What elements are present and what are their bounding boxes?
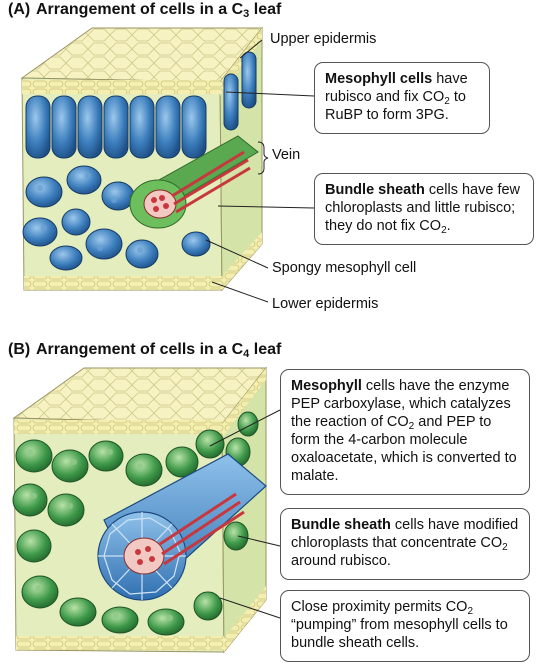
panel-a-title-text: Arrangement of cells in a C [36,1,244,18]
c3-bundle-text: cells have few chloroplasts and little r… [325,182,521,234]
c4-mesophyll-text-end: and PEP to form the 4-carbon molecule ox… [291,414,517,484]
panel-b-title-text: Arrangement of cells in a C [36,341,244,358]
panel-b-leaders [209,409,281,619]
c4-proximity-text: Close proximity permits CO [291,599,468,615]
label-lower-epidermis: Lower epidermis [272,296,379,312]
c4-bundle-sheath-callout: Bundle sheath cells have modified chloro… [280,508,530,580]
c4-mesophyll-bold: Mesophyll [291,378,362,394]
c3-mesophyll-text: have rubisco and fix CO [325,71,468,105]
c3-bundle-text-end: . [446,218,451,234]
c4-mesophyll-cells [12,411,259,636]
panel-a-letter: (A) [8,1,31,18]
c4-lower-epidermis-side [224,586,266,652]
c4-proximity-sub: 2 [467,606,474,617]
label-spongy-mesophyll: Spongy mesophyll cell [272,260,417,276]
c3-lower-epidermis-side [222,232,262,290]
c3-mesophyll-sub: 2 [444,96,450,107]
c4-mesophyll-sub: 2 [408,421,415,432]
c3-vein [129,135,259,229]
c3-lower-epidermis [24,276,222,290]
label-vein: Vein [272,147,301,163]
c4-vein [97,453,267,601]
c3-leaf-block [20,26,264,292]
panel-b-title: (B) Arrangement of cells in a C4 leaf [8,341,282,360]
c3-bundle-sub: 2 [441,225,447,236]
c4-proximity-callout: Close proximity permits CO2 “pumping” fr… [280,590,530,662]
panel-b-title-end: leaf [249,341,282,358]
c4-bundle-text-end: around rubisco. [291,553,391,569]
panel-a-title-end: leaf [249,1,282,18]
panel-a-title: (A) Arrangement of cells in a C3 leaf [8,1,282,20]
panel-a-title-sub: 3 [243,8,250,20]
c4-proximity-text-end: “pumping” from mesophyll cells to bundle… [291,617,508,651]
panel-b-letter: (B) [8,341,31,358]
c3-bundle-bold: Bundle sheath [325,182,425,198]
c4-bundle-bold: Bundle sheath [291,517,391,533]
c4-mesophyll-text: cells have the enzyme PEP carboxylase, w… [291,378,511,430]
c4-bundle-sub: 2 [502,542,508,553]
c4-lower-epidermis [16,636,224,650]
c4-mesophyll-callout: Mesophyll cells have the enzyme PEP carb… [280,369,530,495]
c3-spongy-cells [22,165,211,271]
c3-mesophyll-text-end: to RuBP to form 3PG. [325,89,466,123]
c3-palisade-cells [25,51,257,159]
c3-mesophyll-callout: Mesophyll cells have rubisco and fix CO2… [314,62,490,134]
panel-a-leaders [205,39,315,303]
c4-upper-epidermis-side [222,368,266,438]
c4-bundle-text: cells have modified chloroplasts that co… [291,517,519,551]
c4-upper-epidermis [14,420,222,434]
c3-bundle-sheath-callout: Bundle sheath cells have few chloroplast… [314,173,534,245]
c3-upper-epidermis [22,80,220,94]
c4-leaf-block [12,366,268,654]
panel-b-title-sub: 4 [243,348,250,360]
label-upper-epidermis: Upper epidermis [270,31,377,47]
c3-mesophyll-bold: Mesophyll cells [325,71,433,87]
